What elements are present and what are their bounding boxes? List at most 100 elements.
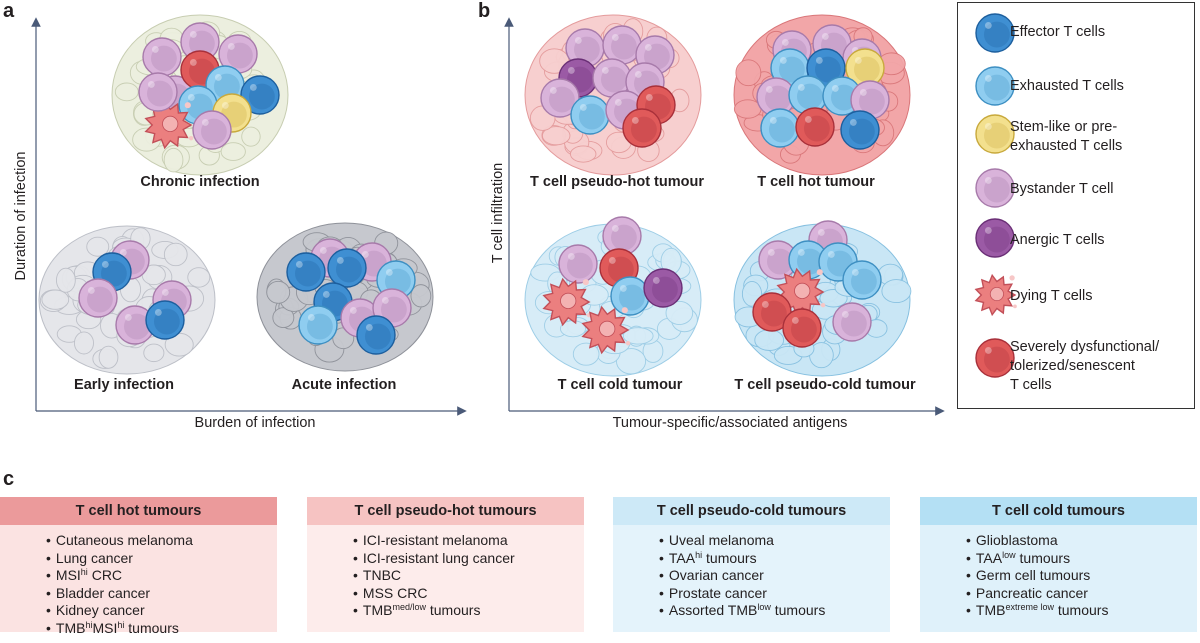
bystander-cell [832,302,872,342]
exhausted-cell [975,66,1015,106]
legend-icons [974,13,1017,378]
column-pseudo-hot-tumours-title: T cell pseudo-hot tumours [307,497,584,525]
list-item: Germ cell tumours [966,567,1197,585]
effector-cell [975,13,1015,53]
list-item: MSS CRC [353,585,584,603]
chronic-infection-cluster [111,14,289,176]
label-hot-tumour: T cell hot tumour [757,174,875,190]
pseudo-cold-tumour-cluster [733,220,912,377]
bystander-cell [78,278,118,318]
dying-cell [542,277,592,327]
panel-a-ylabel: Duration of infection [13,151,29,281]
panel-b-ylabel: T cell infiltration [490,162,506,264]
cell-clusters [38,14,912,377]
list-item: TMBmed/low tumours [353,602,584,620]
list-item: ICI-resistant lung cancer [353,550,584,568]
senescent-cell [752,292,792,332]
bystander-cell [975,168,1015,208]
pseudo-hot-tumour-cluster [524,14,702,176]
list-item: Prostate cancer [659,585,890,603]
column-hot-tumours-list: Cutaneous melanomaLung cancerMSIhi CRCBl… [0,525,277,636]
panel-b-axes [504,17,945,416]
exhausted-cell [570,95,610,135]
dying-cell [974,273,1017,317]
list-item: Lung cancer [46,550,277,568]
bystander-cell [565,28,605,68]
senescent-cell [622,108,662,148]
anergic-cell [643,268,683,308]
list-item: Kidney cancer [46,602,277,620]
bystander-cell [592,58,632,98]
legend-dying-label: Dying T cells [1010,288,1093,304]
list-item: Uveal melanoma [659,532,890,550]
bystander-cell [602,25,642,65]
legend-anergic-label: Anergic T cells [1010,232,1105,248]
column-pseudo-cold-tumours: T cell pseudo-cold tumours Uveal melanom… [613,497,890,632]
label-early-infection: Early infection [74,377,174,393]
panel-letter-a: a [3,0,15,22]
column-cold-tumours-title: T cell cold tumours [920,497,1197,525]
column-cold-tumours-list: GlioblastomaTAAlow tumoursGerm cell tumo… [920,525,1197,632]
acute-infection-cluster [256,222,434,372]
senescent-cell [782,308,822,348]
bystander-cell [602,216,642,256]
panel-a-xlabel: Burden of infection [194,415,316,431]
bystander-cell [758,240,798,280]
senescent-cell [795,107,835,147]
list-item: TMBextreme low tumours [966,602,1197,620]
bystander-cell [218,34,258,74]
column-cold-tumours: T cell cold tumours GlioblastomaTAAlow t… [920,497,1197,632]
bystander-cell [180,22,220,62]
bystander-cell [756,77,796,117]
panel-letter-c: c [3,468,15,490]
hot-tumour-cluster [733,14,911,176]
stem-like-cell [975,114,1015,154]
list-item: Pancreatic cancer [966,585,1197,603]
effector-cell [145,300,185,340]
list-item: TAAhi tumours [659,550,890,568]
bystander-cell [558,244,598,284]
early-infection-cluster [38,225,216,375]
bystander-cell [142,37,182,77]
bystander-cell [540,78,580,118]
column-pseudo-cold-tumours-list: Uveal melanomaTAAhi tumoursOvarian cance… [613,525,890,632]
panel-a-axes [31,17,467,416]
dying-cell [144,100,194,150]
list-item: Bladder cancer [46,585,277,603]
senescent-cell [975,338,1015,378]
bystander-cell [115,305,155,345]
effector-cell [356,315,396,355]
exhausted-cell [610,276,650,316]
list-item: TAAlow tumours [966,550,1197,568]
dying-cell [581,305,631,355]
effector-cell [286,252,326,292]
list-item: TNBC [353,567,584,585]
column-hot-tumours: T cell hot tumours Cutaneous melanomaLun… [0,497,277,636]
list-item: MSIhi CRC [46,567,277,585]
list-item: TMBhiMSIhi tumours [46,620,277,638]
effector-cell [240,75,280,115]
legend-bystander-label: Bystander T cell [1010,181,1114,197]
anergic-cell [975,218,1015,258]
cold-tumour-cluster [524,216,702,377]
column-hot-tumours-title: T cell hot tumours [0,497,277,525]
bystander-cell [850,80,890,120]
list-item: Assorted TMBlow tumours [659,602,890,620]
exhausted-cell [842,260,882,300]
cell-cluster-diagram [31,13,1017,416]
panel-b-xlabel: Tumour-specific/associated antigens [612,415,848,431]
exhausted-cell [376,260,416,300]
list-item: Cutaneous melanoma [46,532,277,550]
column-pseudo-hot-tumours-list: ICI-resistant melanomaICI-resistant lung… [307,525,584,632]
legend: Effector T cells Exhausted T cells Stem-… [957,2,1195,409]
exhausted-cell [298,305,338,345]
label-acute-infection: Acute infection [291,377,397,393]
label-cold-tumour: T cell cold tumour [557,377,683,393]
panel-letter-b: b [478,0,491,22]
bystander-cell [138,72,178,112]
list-item: ICI-resistant melanoma [353,532,584,550]
label-pseudo-cold-tumour: T cell pseudo-cold tumour [734,377,916,393]
list-item: Ovarian cancer [659,567,890,585]
legend-senescent-label: Severely dysfunctional/tolerized/senesce… [1010,339,1160,393]
label-pseudo-hot-tumour: T cell pseudo-hot tumour [530,174,704,190]
